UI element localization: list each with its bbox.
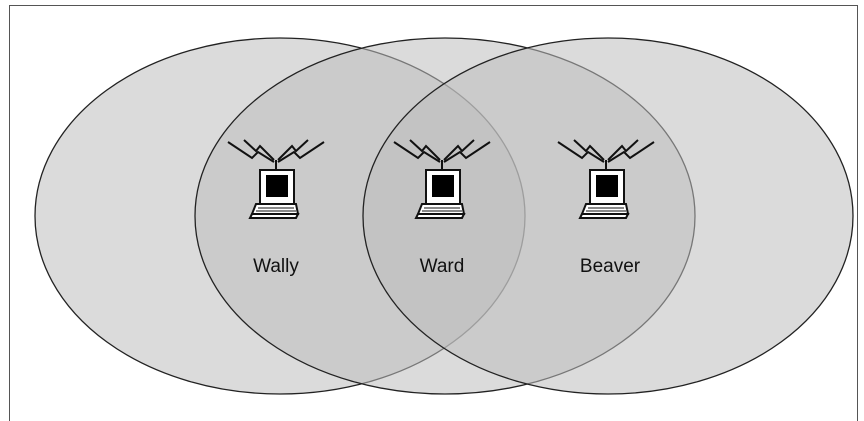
node-label-beaver: Beaver [580,256,641,277]
node-label-wally: Wally [253,256,299,277]
node-label-ward: Ward [420,256,465,277]
diagram-frame [9,5,858,421]
